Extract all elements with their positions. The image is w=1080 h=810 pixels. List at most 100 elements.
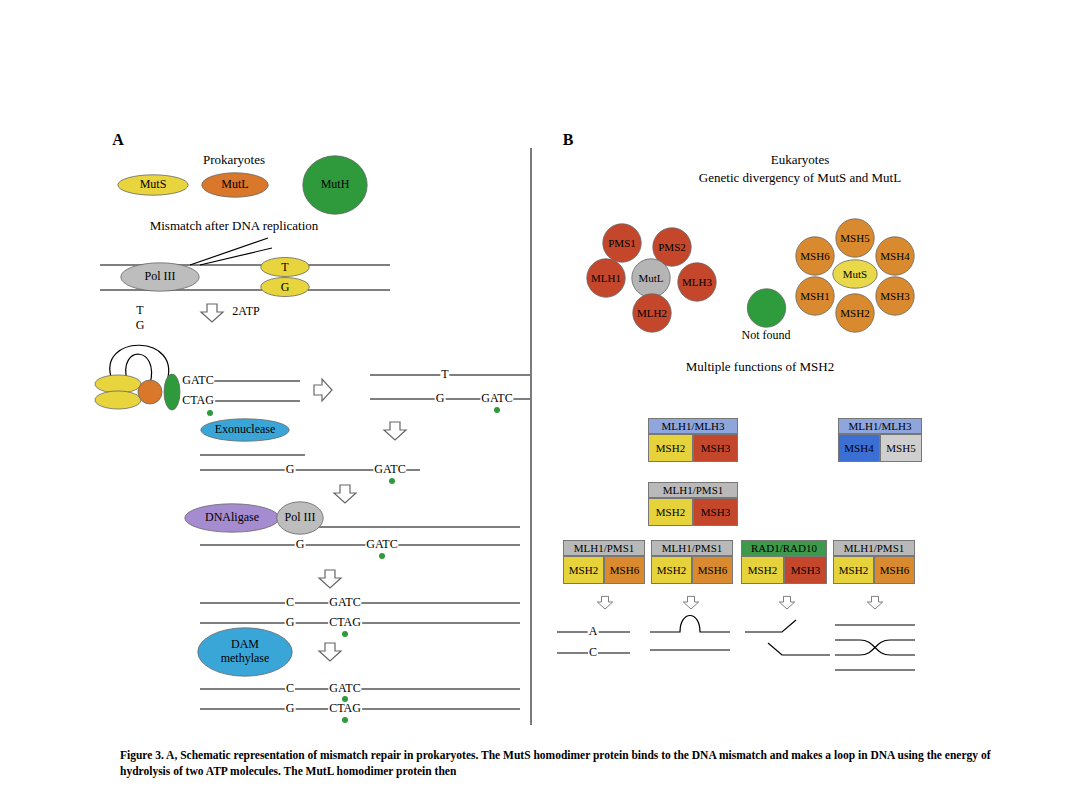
figure-label: CTAG [328, 702, 362, 715]
node-label-group: MutS [843, 268, 867, 281]
polymerase-oval: Pol III [120, 262, 200, 292]
methyl-mark [207, 410, 213, 416]
protein-complex [164, 374, 180, 410]
msh-subunit: MSH2 [741, 556, 784, 584]
msh-subunit: MSH2 [833, 556, 874, 584]
protein-complex [95, 391, 141, 409]
node-label-group: Exonuclease [215, 423, 276, 437]
figure-label: G [285, 616, 296, 629]
dna-strand [290, 526, 520, 527]
node-outline [202, 173, 268, 197]
msh-subunit: MSH4 [838, 434, 880, 462]
protein-complex [95, 374, 180, 410]
node-outline [632, 259, 670, 297]
enzyme-oval: DAM methylase [197, 627, 293, 677]
polymerase-oval: Pol III [276, 501, 324, 535]
node-label-group: MSH1 [800, 290, 829, 303]
figure-label: Mismatch after DNA replication [149, 219, 320, 233]
node-text: MSH2 [840, 307, 869, 320]
node-label-group: MSH5 [840, 232, 869, 245]
dna-strand [370, 374, 530, 375]
dna-strand [200, 248, 272, 265]
node-text: MutL [638, 272, 663, 285]
node-text: MLH3 [682, 276, 712, 289]
lesion-sketch [835, 624, 915, 625]
node-label-group: MSH6 [800, 250, 829, 263]
node-text: MSH6 [698, 564, 727, 577]
node-label-group: MLH1/PMS1 [663, 484, 724, 497]
figure-label: G [285, 463, 296, 476]
partner-header: RAD1/RAD10 [741, 540, 827, 556]
node-text: DAM methylase [213, 638, 277, 666]
node-outline [603, 224, 641, 262]
lesion-sketch [557, 616, 915, 671]
partner-header: MLH1/PMS1 [648, 482, 738, 498]
step-arrow [334, 485, 356, 503]
node-label-group: MutH [321, 178, 350, 192]
missing-homolog: Not found [740, 288, 793, 344]
lesion-sketch [768, 643, 830, 655]
protein-complex [138, 380, 162, 404]
node-text: Pol III [285, 511, 316, 525]
node-text: MSH2 [839, 564, 868, 577]
node-text: MLH2 [637, 307, 667, 320]
figure-label: Genetic divergency of MutS and MutL [698, 171, 902, 185]
node-label-group: Pol III [145, 270, 176, 284]
step-arrow [597, 596, 612, 609]
partner-header: MLH1/MLH3 [838, 418, 922, 434]
protein-oval: MutS [117, 174, 189, 196]
step-arrow [319, 570, 341, 588]
node-label-group: RAD1/RAD10 [751, 542, 817, 555]
homolog-circle: MSH4 [875, 236, 915, 276]
partner-header: MLH1/PMS1 [651, 540, 733, 556]
node-label-group: MutL [638, 272, 663, 285]
node-label-group: MLH3 [682, 276, 712, 289]
lesion-sketch [835, 640, 915, 655]
node-outline [261, 278, 309, 297]
methyl-mark [379, 553, 385, 559]
panel-letter: A [111, 131, 125, 149]
methyl-mark [342, 631, 348, 637]
node-label-group: MSH6 [880, 564, 909, 577]
node-label-group: MSH3 [701, 442, 730, 455]
figure-label: GATC [181, 374, 214, 387]
node-text: MutH [321, 178, 350, 192]
methyl-mark [342, 696, 348, 702]
node-label-group: MutS [140, 178, 167, 192]
node-outline [118, 175, 188, 195]
node-label-group: DAM methylase [213, 638, 277, 666]
step-arrow [314, 379, 332, 401]
node-label-group: MSH2 [657, 564, 686, 577]
node-text: MSH3 [701, 442, 730, 455]
node-outline [836, 219, 874, 257]
msh-subunit: MSH2 [648, 434, 693, 462]
node-label-group: MSH6 [610, 564, 639, 577]
figure-label: Prokaryotes [202, 153, 266, 167]
node-label-group: MLH2 [637, 307, 667, 320]
figure-label: CTAG [328, 616, 362, 629]
node-label-group: MSH4 [880, 250, 909, 263]
msh-subunit: MSH6 [874, 556, 915, 584]
node-label-group: MSH3 [791, 564, 820, 577]
node-label-group: MSH3 [880, 290, 909, 303]
node-outline [678, 263, 716, 301]
node-label-group: Not found [742, 329, 791, 343]
lesion-sketch [650, 616, 730, 633]
dna-strand [100, 238, 530, 709]
central-homolog: MutL [631, 258, 671, 298]
lesion-sketch [650, 649, 730, 650]
node-outline [587, 259, 625, 297]
figure-label: A [588, 625, 599, 638]
figure-label: GATC [365, 538, 398, 551]
panel-divider [530, 148, 531, 725]
figure-label: T [135, 304, 144, 317]
msh-subunit: MSH3 [693, 498, 738, 526]
node-text: MSH2 [656, 506, 685, 519]
node-text: MutL [221, 178, 248, 192]
node-outline [796, 237, 834, 275]
protein-oval: MutL [201, 172, 269, 198]
node-outline [201, 419, 289, 441]
node-text: MLH1/PMS1 [663, 484, 724, 497]
node-label-group: PMS1 [608, 237, 636, 250]
node-text: MSH4 [844, 442, 873, 455]
